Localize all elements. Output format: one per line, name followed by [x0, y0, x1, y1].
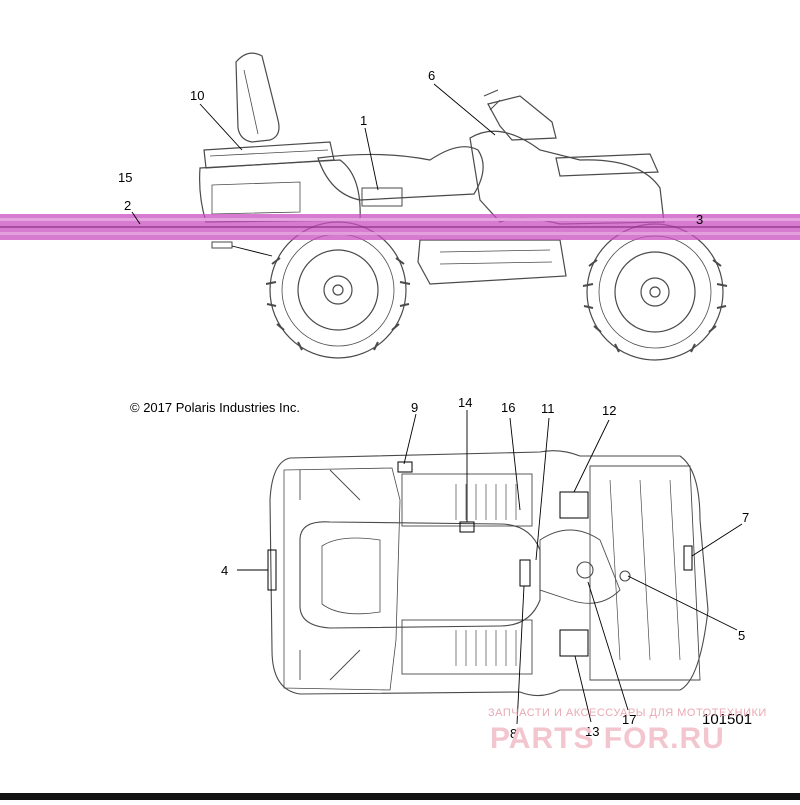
atv-side-view [199, 52, 728, 361]
decal-12 [559, 491, 589, 519]
atv-top-view [267, 450, 709, 697]
callout-14: 14 [458, 395, 472, 410]
callout-labels: 1 2 3 4 5 6 7 8 9 10 11 12 13 14 15 16 1… [118, 68, 749, 741]
top-body-outline [269, 450, 709, 697]
callout-10: 10 [190, 88, 204, 103]
callout-9: 9 [411, 400, 418, 415]
main-seat [317, 146, 484, 201]
callout-11: 11 [541, 401, 555, 416]
callout-2: 2 [124, 198, 131, 213]
front-body [469, 130, 665, 225]
watermark-tagline: ЗАПЧАСТИ И АКСЕССУАРЫ ДЛЯ МОТОТЕХНИКИ [488, 707, 767, 719]
callout-12: 12 [602, 403, 616, 418]
callout-5: 5 [738, 628, 745, 643]
callout-4: 4 [221, 563, 228, 578]
callout-6: 6 [428, 68, 435, 83]
callout-3: 3 [696, 212, 703, 227]
callout-15: 15 [118, 170, 132, 185]
decal-9 [397, 461, 413, 473]
side-leader-lines [131, 83, 496, 257]
diagram-part-number: 101501 [702, 711, 752, 728]
scan-artifact-band [0, 214, 800, 240]
top-handlebar [539, 529, 621, 604]
decal-4 [267, 549, 277, 591]
copyright-text: © 2017 Polaris Industries Inc. [130, 400, 300, 415]
passenger-backrest [235, 52, 280, 143]
callout-17: 17 [622, 712, 636, 727]
callout-7: 7 [742, 510, 749, 525]
callout-13: 13 [585, 724, 599, 739]
callout-8: 8 [510, 726, 517, 741]
bottom-border [0, 793, 800, 800]
tire-treads [265, 257, 728, 353]
footwell-lower [401, 619, 533, 675]
front-rack [555, 153, 659, 177]
decal-8 [519, 559, 531, 587]
side-decal-1 [361, 187, 403, 207]
top-leader-lines [237, 410, 743, 725]
rear-wheel [269, 221, 407, 359]
decal-13 [559, 629, 589, 657]
watermark-brand: PARTS FOR.RU [490, 722, 725, 755]
decal-7 [683, 545, 693, 571]
callout-16: 16 [501, 400, 515, 415]
front-wheel [586, 223, 724, 361]
handlebar-pod [487, 95, 557, 141]
top-front-rack [589, 465, 701, 681]
top-seat [299, 521, 541, 629]
callout-1: 1 [360, 113, 367, 128]
